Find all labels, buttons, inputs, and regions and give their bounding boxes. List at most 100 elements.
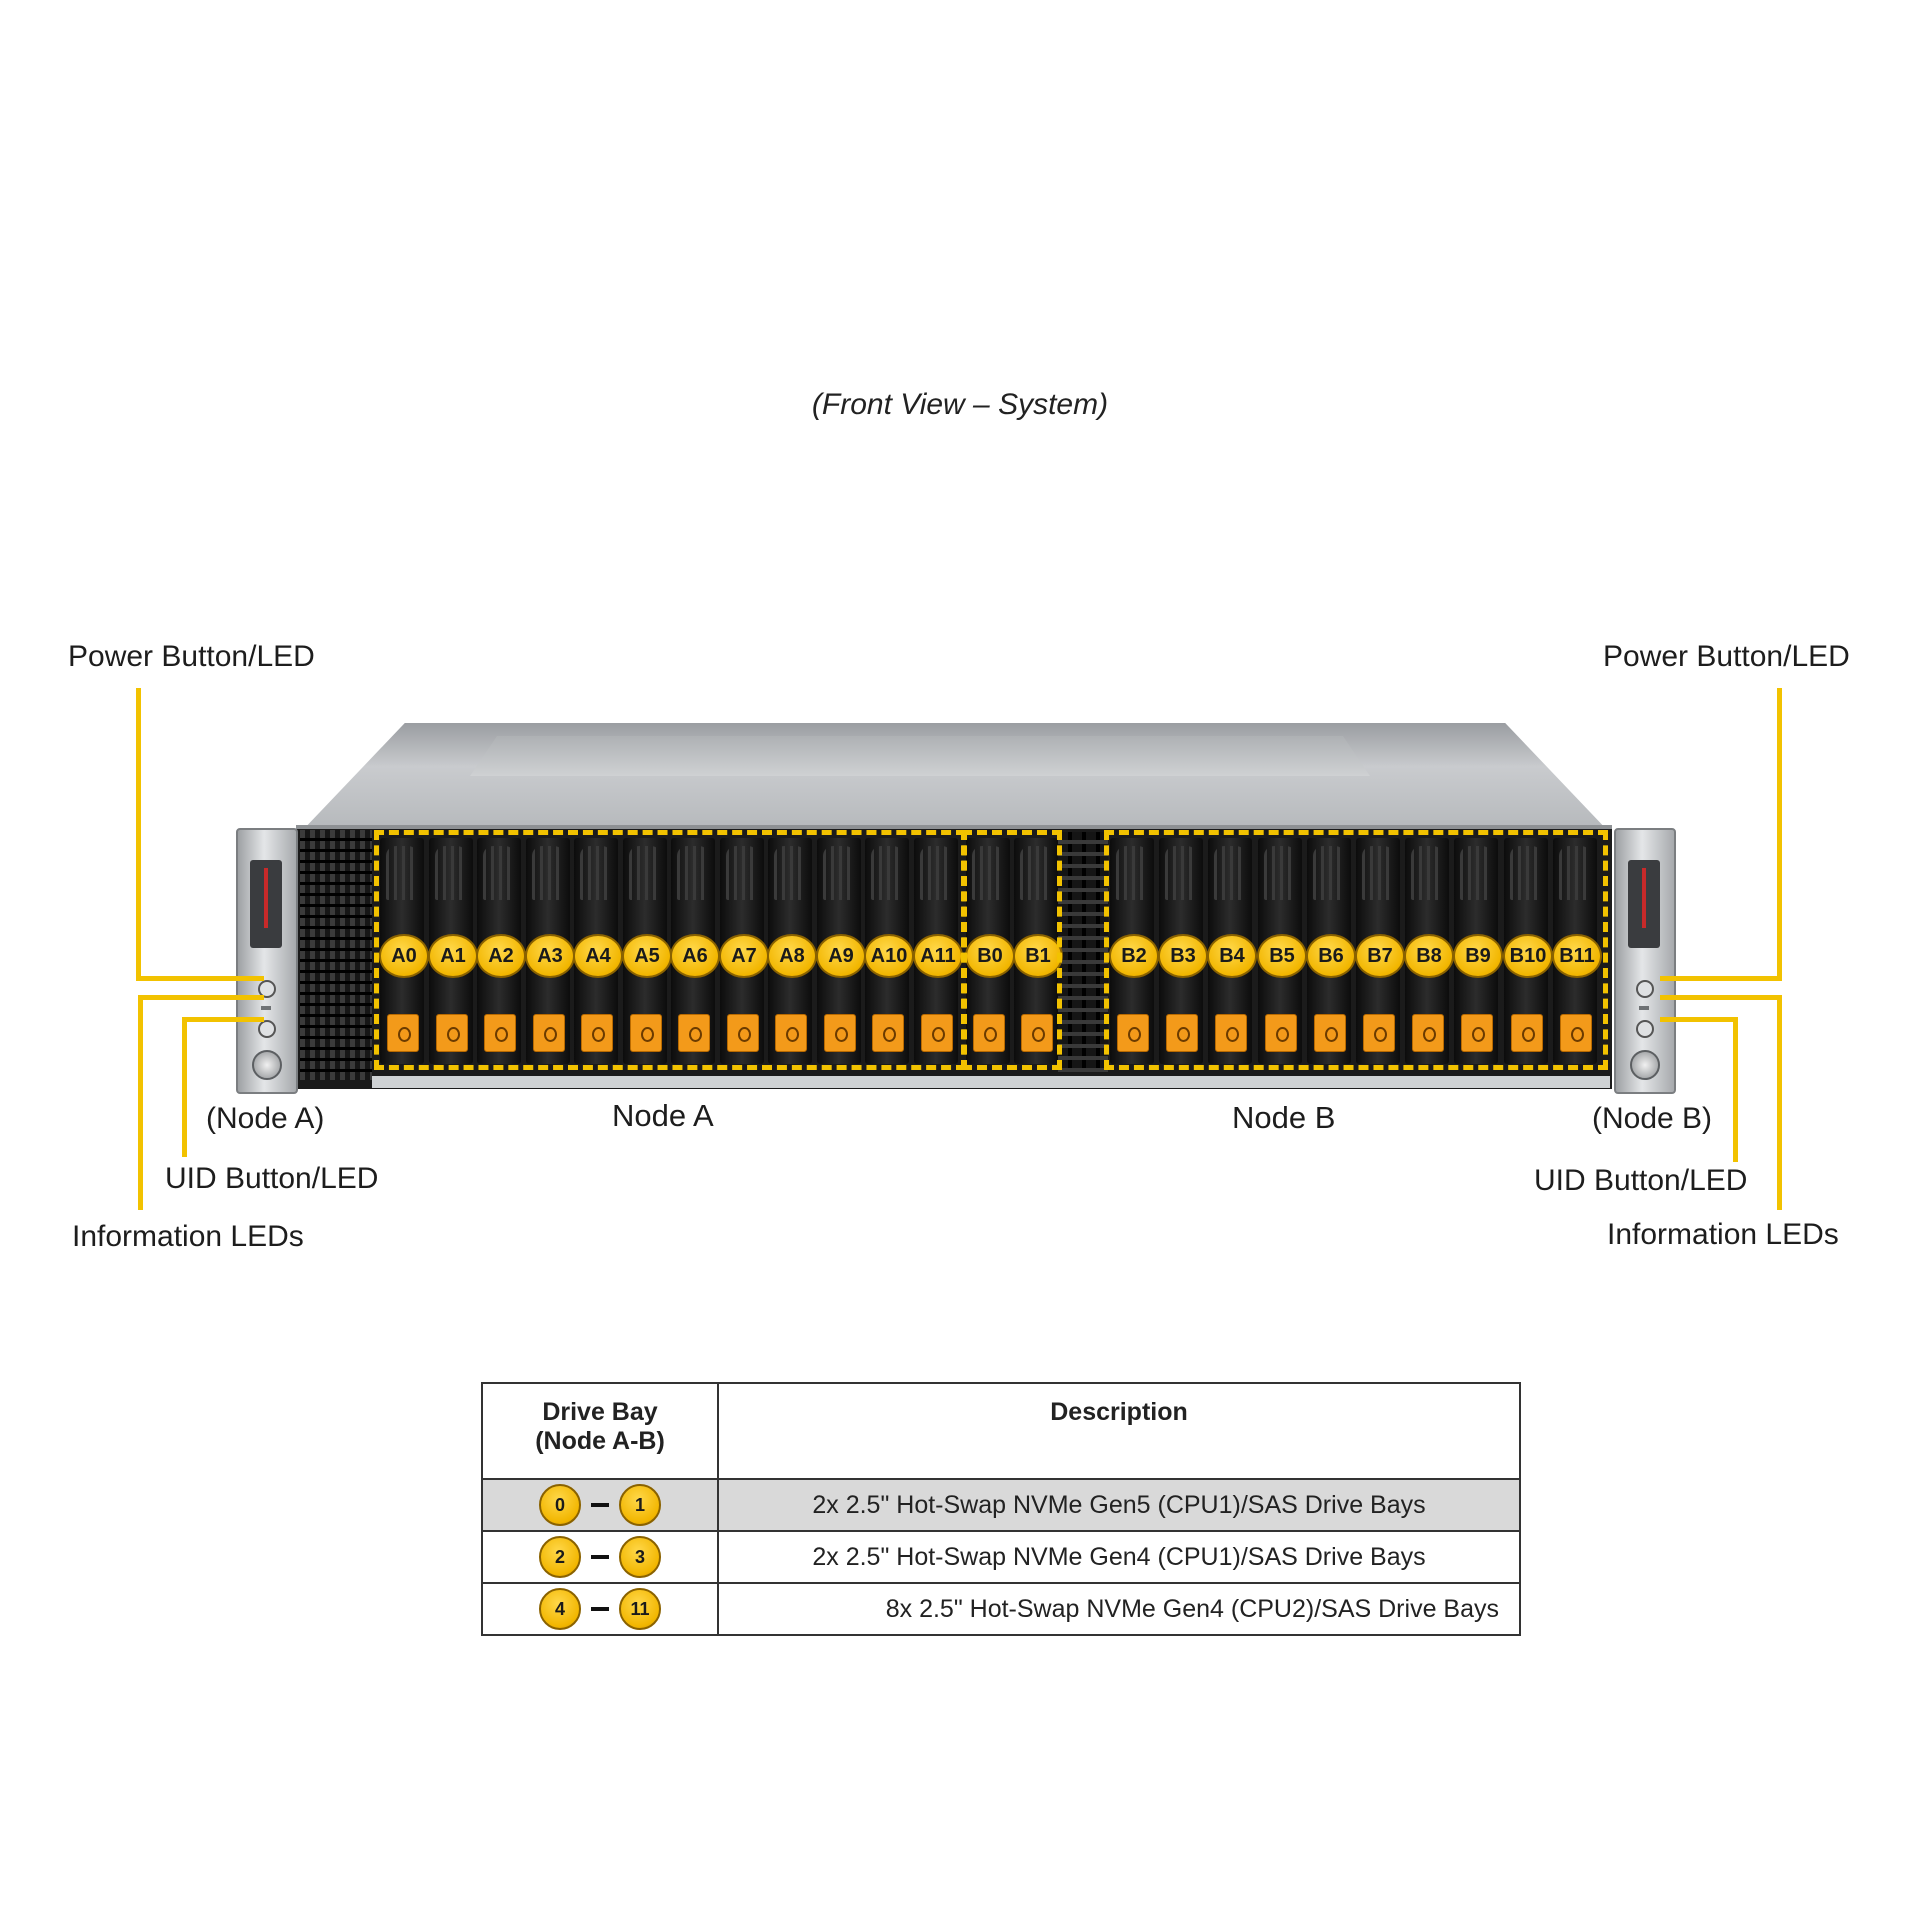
right-rack-ear [1614, 828, 1676, 1094]
chassis-top-panel [470, 736, 1370, 776]
bay-label-b5: B5 [1257, 934, 1307, 978]
table-header-drive-bay: Drive Bay (Node A-B) [481, 1382, 719, 1480]
table-row: 2 3 2x 2.5" Hot-Swap NVMe Gen4 (CPU1)/SA… [481, 1530, 1521, 1584]
tray-release-latch-icon[interactable] [775, 1014, 807, 1052]
table-row: 0 1 2x 2.5" Hot-Swap NVMe Gen5 (CPU1)/SA… [481, 1478, 1521, 1532]
node-a-cpu2-bay-group [374, 830, 966, 1070]
right-uid-leader [1660, 1017, 1738, 1022]
left-rack-ear [236, 828, 298, 1094]
tray-release-latch-icon[interactable] [678, 1014, 710, 1052]
description-cell: 2x 2.5" Hot-Swap NVMe Gen5 (CPU1)/SAS Dr… [717, 1478, 1521, 1532]
tray-release-latch-icon[interactable] [1363, 1014, 1395, 1052]
tray-release-latch-icon[interactable] [1461, 1014, 1493, 1052]
tray-release-latch-icon[interactable] [1412, 1014, 1444, 1052]
right-uid-button[interactable] [1636, 1020, 1654, 1038]
bay-number-badge: 3 [619, 1536, 661, 1578]
description-cell: 2x 2.5" Hot-Swap NVMe Gen4 (CPU1)/SAS Dr… [717, 1530, 1521, 1584]
bay-label-a3: A3 [525, 934, 575, 978]
tray-release-latch-icon[interactable] [1215, 1014, 1247, 1052]
left-uid-leader [182, 1017, 264, 1022]
node-b-label: Node B [1232, 1100, 1336, 1135]
bay-range-cell: 0 1 [481, 1478, 719, 1532]
tray-release-latch-icon[interactable] [1511, 1014, 1543, 1052]
right-info-callout: Information LEDs [1607, 1218, 1839, 1251]
left-power-button[interactable] [258, 980, 276, 998]
tray-release-latch-icon[interactable] [436, 1014, 468, 1052]
right-power-leader [1660, 976, 1782, 981]
bay-number-badge: 0 [539, 1484, 581, 1526]
right-info-leader [1660, 995, 1782, 1000]
bay-number-badge: 2 [539, 1536, 581, 1578]
bay-label-a9: A9 [816, 934, 866, 978]
left-info-leader [138, 995, 143, 1210]
center-vent [1058, 832, 1108, 1072]
tray-release-latch-icon[interactable] [1314, 1014, 1346, 1052]
left-node-callout: (Node A) [206, 1102, 325, 1135]
tray-release-latch-icon[interactable] [727, 1014, 759, 1052]
tray-release-latch-icon[interactable] [1021, 1014, 1053, 1052]
right-power-button[interactable] [1636, 980, 1654, 998]
tray-release-latch-icon[interactable] [921, 1014, 953, 1052]
tray-release-latch-icon[interactable] [1265, 1014, 1297, 1052]
bay-label-a10: A10 [864, 934, 914, 978]
right-thumbscrew-icon [1630, 1050, 1660, 1080]
bay-label-b2: B2 [1109, 934, 1159, 978]
bay-label-a5: A5 [622, 934, 672, 978]
tray-release-latch-icon[interactable] [630, 1014, 662, 1052]
bay-label-strip [372, 1076, 1610, 1088]
bay-label-b4: B4 [1207, 934, 1257, 978]
brand-logo-icon [264, 868, 268, 928]
left-vent [300, 830, 372, 1080]
node-a-label: Node A [612, 1098, 714, 1133]
tray-release-latch-icon[interactable] [1166, 1014, 1198, 1052]
bay-label-b7: B7 [1355, 934, 1405, 978]
range-dash-icon [591, 1555, 609, 1559]
left-power-callout: Power Button/LED [68, 640, 315, 673]
bay-label-b0: B0 [965, 934, 1015, 978]
tray-release-latch-icon[interactable] [824, 1014, 856, 1052]
right-info-led-icon [1639, 1006, 1649, 1010]
bay-number-badge: 11 [619, 1588, 661, 1630]
range-dash-icon [591, 1503, 609, 1507]
left-info-leader [138, 995, 264, 1000]
left-thumbscrew-icon [252, 1050, 282, 1080]
table-header-description: Description [717, 1382, 1521, 1480]
left-uid-callout: UID Button/LED [165, 1162, 379, 1195]
bay-label-a11: A11 [913, 934, 963, 978]
bay-number-badge: 4 [539, 1588, 581, 1630]
bay-label-b11: B11 [1552, 934, 1602, 978]
bay-label-a4: A4 [573, 934, 623, 978]
tray-release-latch-icon[interactable] [581, 1014, 613, 1052]
description-cell: 8x 2.5" Hot-Swap NVMe Gen4 (CPU2)/SAS Dr… [717, 1582, 1521, 1636]
bay-label-b1: B1 [1013, 934, 1063, 978]
left-uid-leader [182, 1017, 187, 1157]
bay-label-b10: B10 [1503, 934, 1553, 978]
bay-range-cell: 4 11 [481, 1582, 719, 1636]
left-info-led-icon [261, 1006, 271, 1010]
tray-release-latch-icon[interactable] [387, 1014, 419, 1052]
tray-release-latch-icon[interactable] [1117, 1014, 1149, 1052]
left-power-leader [136, 976, 264, 981]
left-uid-button[interactable] [258, 1020, 276, 1038]
left-power-leader [136, 688, 141, 980]
brand-logo-icon [1642, 868, 1646, 928]
table-row: 4 11 8x 2.5" Hot-Swap NVMe Gen4 (CPU2)/S… [481, 1582, 1521, 1636]
header-drive-bay-line1: Drive Bay [542, 1398, 658, 1426]
left-info-callout: Information LEDs [72, 1220, 304, 1253]
node-b-cpu1-bay-group [962, 830, 1062, 1070]
tray-release-latch-icon[interactable] [872, 1014, 904, 1052]
bay-range-cell: 2 3 [481, 1530, 719, 1584]
range-dash-icon [591, 1607, 609, 1611]
tray-release-latch-icon[interactable] [1560, 1014, 1592, 1052]
bay-label-a7: A7 [719, 934, 769, 978]
left-ear-logo-panel [250, 860, 282, 948]
bay-label-b3: B3 [1158, 934, 1208, 978]
drive-bay-table: Drive Bay (Node A-B) Description 0 1 2x … [481, 1382, 1521, 1636]
tray-release-latch-icon[interactable] [973, 1014, 1005, 1052]
figure-caption: (Front View – System) [811, 388, 1109, 421]
bay-label-a6: A6 [670, 934, 720, 978]
tray-release-latch-icon[interactable] [533, 1014, 565, 1052]
right-power-leader [1777, 688, 1782, 980]
right-node-callout: (Node B) [1592, 1102, 1713, 1135]
tray-release-latch-icon[interactable] [484, 1014, 516, 1052]
